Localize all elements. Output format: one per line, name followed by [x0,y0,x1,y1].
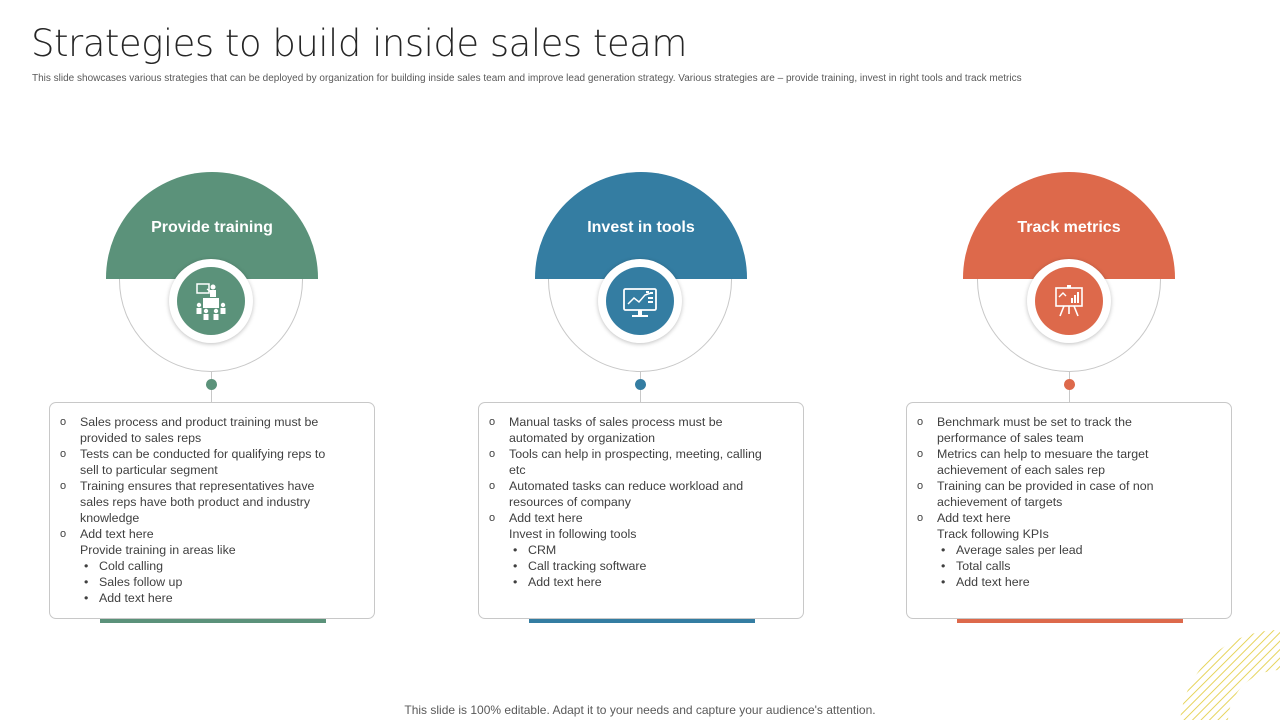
slide-footer-note: This slide is 100% editable. Adapt it to… [404,703,876,717]
list-item-continued: knowledge [80,511,140,525]
card-footer-bar [529,617,755,623]
list-item-continued: achievement of each sales rep [937,463,1106,477]
card-heading: Provide training [151,219,273,236]
list-item-continued: resources of company [509,495,631,509]
connector-dot [1064,379,1075,390]
sub-list-item: •Cold calling [84,559,164,573]
card-heading: Track metrics [1017,219,1121,236]
list-item-continued: Invest in following tools [509,527,637,541]
sub-list-item: •Total calls [941,559,1011,573]
computer-analytics-icon [623,288,657,317]
list-item-continued: automated by organization [509,431,656,445]
list-item-continued: achievement of targets [937,495,1063,509]
list-item-continued: Track following KPIs [937,527,1049,541]
connector-dot [635,379,646,390]
sub-list-item: •Sales follow up [84,575,183,589]
training-presentation-icon [196,283,226,320]
list-item-continued: provided to sales reps [80,431,202,445]
list-item-continued: sell to particular segment [80,463,218,477]
sub-list-item: •Add text here [84,591,173,605]
list-item-continued: Provide training in areas like [80,543,236,557]
icon-badge [1027,259,1111,343]
icon-badge [598,259,682,343]
card-heading: Invest in tools [587,219,695,236]
list-item-continued: sales reps have both product and industr… [80,495,311,509]
slide-title: Strategies to build inside sales team [31,22,687,65]
sub-list-item: •Call tracking software [513,559,647,573]
sub-list-item: •Add text here [513,575,602,589]
sub-list-item: •Add text here [941,575,1030,589]
list-item-continued: etc [509,463,526,477]
decorative-hatched-arc [1180,630,1280,720]
sub-list-item: •Average sales per lead [941,543,1083,557]
sub-list-item: •CRM [513,543,557,557]
icon-badge [169,259,253,343]
list-item-continued: performance of sales team [937,431,1084,445]
chart-board-icon [1055,285,1083,317]
card-footer-bar [957,617,1183,623]
slide-subtitle: This slide showcases various strategies … [32,73,1022,84]
card-footer-bar [100,617,326,623]
connector-dot [206,379,217,390]
